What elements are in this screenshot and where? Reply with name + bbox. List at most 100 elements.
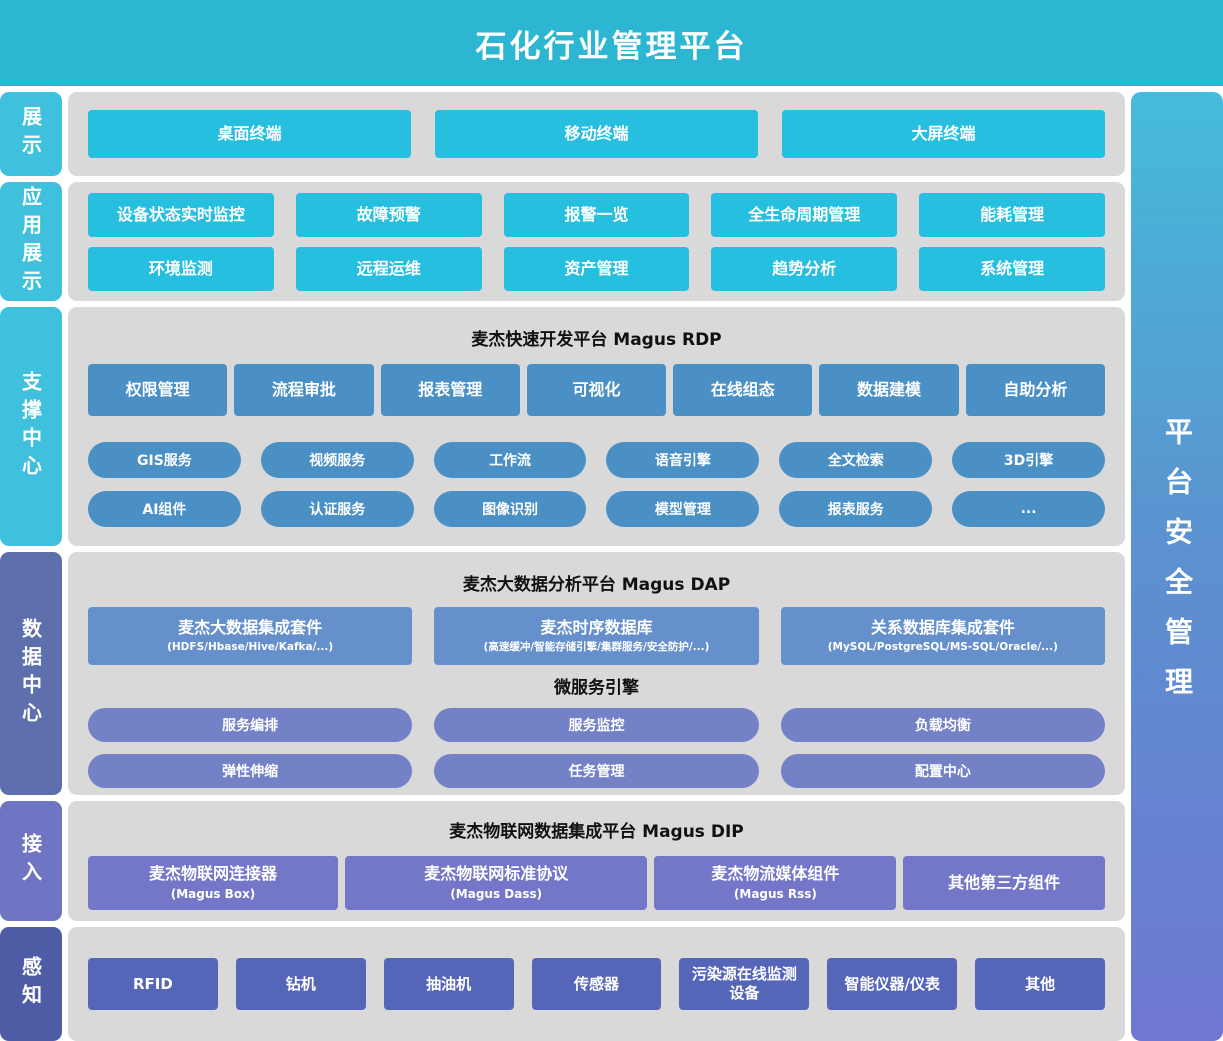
- display-button-bigscreen-terminal: 大屏终端: [782, 110, 1105, 158]
- support-module-self-analysis: 自助分析: [965, 364, 1105, 416]
- main-area: 展示 桌面终端 移动终端 大屏终端 应用展示 设备状态实时监控: [0, 86, 1223, 1041]
- suite-bigdata-integration-label: 麦杰大数据集成套件: [178, 617, 323, 637]
- ms-pill-service-orchestration: 服务编排: [88, 708, 413, 742]
- microservice-engine-title: 微服务引擎: [554, 678, 639, 698]
- suite-bigdata-integration-sub: (HDFS/Hbase/Hive/Kafka/...): [167, 640, 334, 653]
- layer-body-applications: 设备状态实时监控 故障预警 报警一览 全生命周期管理 能耗管理 环境监测 远程运…: [68, 182, 1125, 301]
- device-smart-instrument: 智能仪器/仪表: [827, 958, 958, 1010]
- layers-column: 展示 桌面终端 移动终端 大屏终端 应用展示 设备状态实时监控: [0, 92, 1125, 1041]
- microservice-row2: 弹性伸缩 任务管理 配置中心: [88, 754, 1105, 788]
- layer-label-perception-text: 感知: [18, 956, 43, 1012]
- layer-support-center: 支撑中心 麦杰快速开发平台 Magus RDP 权限管理 流程审批 报表管理 可…: [0, 307, 1125, 546]
- layer-perception: 感知 RFID 钻机 抽油机 传感器 污染源在线监测设备 智能仪器/仪表 其他: [0, 927, 1125, 1041]
- device-sensor: 传感器: [531, 958, 662, 1010]
- layer-label-applications: 应用展示: [0, 182, 62, 301]
- connector-third-party-label: 其他第三方组件: [948, 873, 1061, 892]
- service-pill-3d-engine: 3D引擎: [952, 442, 1105, 478]
- service-pill-workflow: 工作流: [433, 442, 587, 478]
- connector-iot-protocol-label: 麦杰物联网标准协议: [424, 864, 569, 883]
- layer-label-data-center: 数据中心: [0, 552, 62, 795]
- connector-iot-protocol: 麦杰物联网标准协议 (Magus Dass): [345, 856, 648, 910]
- layer-label-support-center: 支撑中心: [0, 307, 62, 546]
- suite-relational-db-sub: (MySQL/PostgreSQL/MS-SQL/Oracle/...): [827, 640, 1058, 653]
- layer-body-display: 桌面终端 移动终端 大屏终端: [68, 92, 1125, 176]
- platform-security-bar: 平台安全管理: [1131, 92, 1223, 1041]
- layer-display: 展示 桌面终端 移动终端 大屏终端: [0, 92, 1125, 176]
- suite-relational-db-label: 关系数据库集成套件: [870, 617, 1015, 637]
- layer-label-data-center-text: 数据中心: [18, 617, 43, 730]
- data-suites-grid: 麦杰大数据集成套件 (HDFS/Hbase/Hive/Kafka/...) 麦杰…: [88, 607, 1105, 665]
- ms-pill-load-balancing: 负载均衡: [780, 708, 1105, 742]
- device-pumping-unit: 抽油机: [383, 958, 514, 1010]
- layer-body-access: 麦杰物联网数据集成平台 Magus DIP 麦杰物联网连接器 (Magus Bo…: [68, 801, 1125, 921]
- support-module-online-config: 在线组态: [673, 364, 813, 416]
- support-module-permission: 权限管理: [88, 364, 228, 416]
- layer-label-applications-text: 应用展示: [18, 185, 43, 298]
- page-title: 石化行业管理平台: [475, 28, 748, 65]
- suite-bigdata-integration: 麦杰大数据集成套件 (HDFS/Hbase/Hive/Kafka/...): [88, 607, 413, 665]
- display-button-mobile-terminal: 移动终端: [435, 110, 758, 158]
- app-button-trend-analysis: 趋势分析: [711, 246, 898, 291]
- app-button-system-mgmt: 系统管理: [919, 246, 1105, 291]
- support-module-data-modeling: 数据建模: [819, 364, 959, 416]
- connector-iot-protocol-sub: (Magus Dass): [450, 887, 543, 901]
- layer-access: 接入 麦杰物联网数据集成平台 Magus DIP 麦杰物联网连接器 (Magus…: [0, 801, 1125, 921]
- display-button-desktop-terminal: 桌面终端: [88, 110, 411, 158]
- layer-data-center: 数据中心 麦杰大数据分析平台 Magus DAP 麦杰大数据集成套件 (HDFS…: [0, 552, 1125, 795]
- support-services-row1: GIS服务 视频服务 工作流 语音引擎 全文检索 3D引擎: [88, 442, 1105, 478]
- ms-pill-task-mgmt: 任务管理: [434, 754, 759, 788]
- layer-label-access-text: 接入: [18, 833, 43, 889]
- app-button-lifecycle-mgmt: 全生命周期管理: [711, 192, 898, 237]
- device-pollution-monitor: 污染源在线监测设备: [679, 958, 810, 1010]
- data-platform-title: 麦杰大数据分析平台 Magus DAP: [462, 575, 731, 595]
- microservice-row1: 服务编排 服务监控 负载均衡: [88, 708, 1105, 742]
- service-pill-video: 视频服务: [260, 442, 414, 478]
- service-pill-report-service: 报表服务: [779, 491, 933, 527]
- support-platform-title: 麦杰快速开发平台 Magus RDP: [471, 330, 722, 350]
- suite-relational-db: 关系数据库集成套件 (MySQL/PostgreSQL/MS-SQL/Oracl…: [780, 607, 1105, 665]
- service-pill-gis: GIS服务: [88, 442, 241, 478]
- support-services-row2: AI组件 认证服务 图像识别 模型管理 报表服务 ...: [88, 491, 1105, 527]
- service-pill-model-mgmt: 模型管理: [606, 491, 760, 527]
- connector-media-component-sub: (Magus Rss): [733, 887, 817, 901]
- display-terminal-row: 桌面终端 移动终端 大屏终端: [88, 110, 1105, 158]
- connector-third-party: 其他第三方组件: [903, 856, 1105, 910]
- layer-body-perception: RFID 钻机 抽油机 传感器 污染源在线监测设备 智能仪器/仪表 其他: [68, 927, 1125, 1041]
- layer-applications: 应用展示 设备状态实时监控 故障预警 报警一览 全生命周期管理 能耗管理 环境监…: [0, 182, 1125, 301]
- app-button-env-monitor: 环境监测: [88, 246, 274, 291]
- layer-label-perception: 感知: [0, 927, 62, 1041]
- access-connectors-grid: 麦杰物联网连接器 (Magus Box) 麦杰物联网标准协议 (Magus Da…: [88, 856, 1105, 910]
- support-module-report-mgmt: 报表管理: [380, 364, 520, 416]
- access-platform-title: 麦杰物联网数据集成平台 Magus DIP: [449, 822, 744, 842]
- connector-iot-connector-label: 麦杰物联网连接器: [148, 864, 277, 883]
- connector-media-component-label: 麦杰物流媒体组件: [711, 864, 840, 883]
- app-button-energy-mgmt: 能耗管理: [919, 192, 1105, 237]
- device-other: 其他: [975, 958, 1105, 1010]
- suite-timeseries-db-sub: (高速缓冲/智能存储引擎/集群服务/安全防护/...): [483, 640, 710, 653]
- suite-timeseries-db: 麦杰时序数据库 (高速缓冲/智能存储引擎/集群服务/安全防护/...): [434, 607, 759, 665]
- perception-devices-grid: RFID 钻机 抽油机 传感器 污染源在线监测设备 智能仪器/仪表 其他: [88, 958, 1105, 1010]
- connector-media-component: 麦杰物流媒体组件 (Magus Rss): [654, 856, 897, 910]
- support-module-workflow-approval: 流程审批: [234, 364, 374, 416]
- service-pill-ai-component: AI组件: [88, 491, 241, 527]
- layer-body-data-center: 麦杰大数据分析平台 Magus DAP 麦杰大数据集成套件 (HDFS/Hbas…: [68, 552, 1125, 795]
- connector-iot-connector-sub: (Magus Box): [170, 887, 256, 901]
- ms-pill-elastic-scaling: 弹性伸缩: [88, 754, 413, 788]
- device-drilling-rig: 钻机: [235, 958, 366, 1010]
- app-button-device-monitor: 设备状态实时监控: [88, 192, 274, 237]
- ms-pill-service-monitor: 服务监控: [434, 708, 759, 742]
- layer-label-display: 展示: [0, 92, 62, 176]
- app-button-fault-warning: 故障预警: [295, 192, 482, 237]
- app-button-asset-mgmt: 资产管理: [503, 246, 690, 291]
- app-button-remote-ops: 远程运维: [295, 246, 482, 291]
- layer-body-support-center: 麦杰快速开发平台 Magus RDP 权限管理 流程审批 报表管理 可视化 在线…: [68, 307, 1125, 546]
- layer-label-support-center-text: 支撑中心: [18, 370, 43, 483]
- applications-grid: 设备状态实时监控 故障预警 报警一览 全生命周期管理 能耗管理 环境监测 远程运…: [88, 192, 1105, 291]
- support-modules-grid: 权限管理 流程审批 报表管理 可视化 在线组态 数据建模 自助分析: [88, 364, 1105, 416]
- app-button-alarm-overview: 报警一览: [503, 192, 690, 237]
- layer-label-access: 接入: [0, 801, 62, 921]
- platform-security-bar-text: 平台安全管理: [1161, 416, 1194, 717]
- layer-label-display-text: 展示: [18, 106, 43, 162]
- device-rfid: RFID: [88, 958, 218, 1010]
